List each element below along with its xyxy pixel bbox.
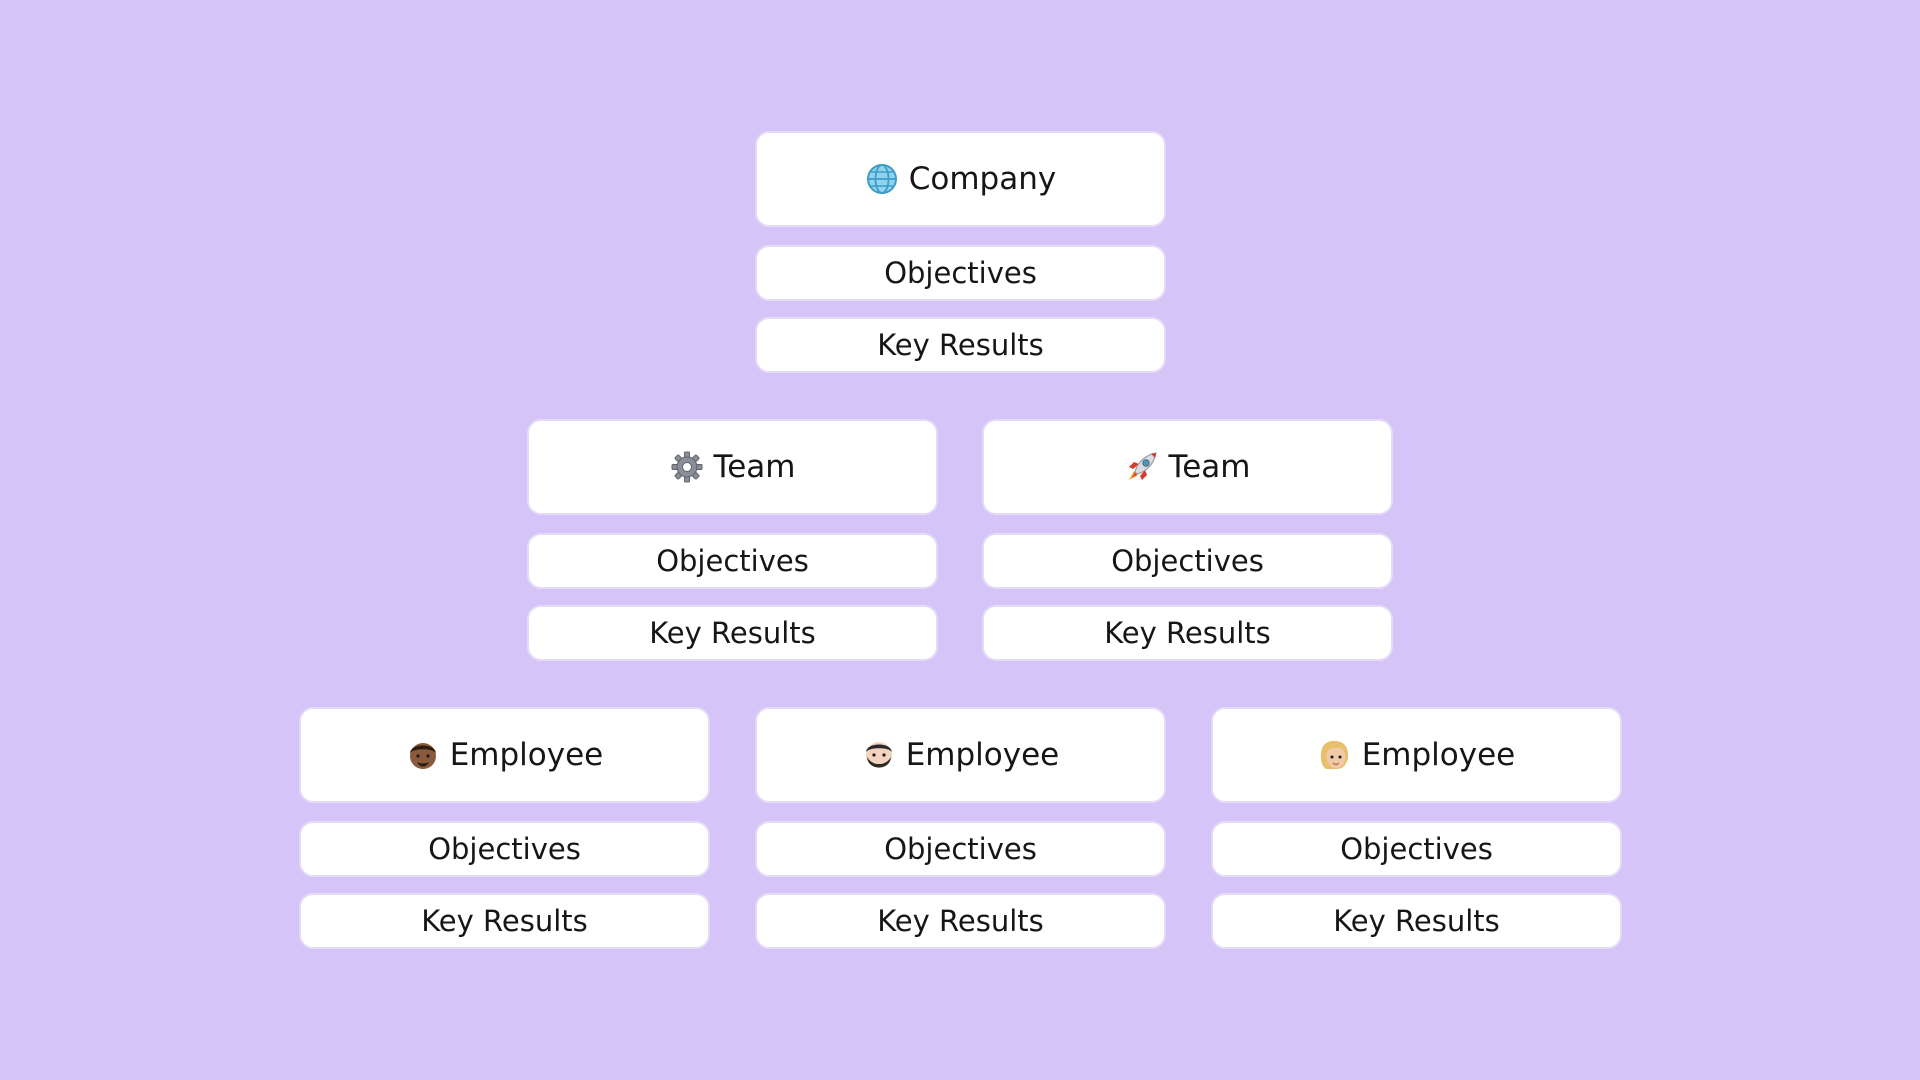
employee-objectives-3: Objectives xyxy=(1211,821,1622,877)
team-title-1: Team xyxy=(713,449,796,485)
team-card-2: Team xyxy=(982,419,1393,515)
employee-node-2: Employee Objectives Key Results xyxy=(755,707,1166,949)
team-card-1: Team xyxy=(527,419,938,515)
team-key-results-2: Key Results xyxy=(982,605,1393,661)
employee-card-1: Employee xyxy=(299,707,710,803)
employee-node-1: Employee Objectives Key Results xyxy=(299,707,710,949)
person-dark-skin-icon xyxy=(406,738,440,772)
employee-key-results-1: Key Results xyxy=(299,893,710,949)
company-card: Company xyxy=(755,131,1166,227)
employee-key-results-3: Key Results xyxy=(1211,893,1622,949)
team-node-1: Team Objectives Key Results xyxy=(527,419,938,661)
employee-title-2: Employee xyxy=(905,737,1060,773)
employee-node-3: Employee Objectives Key Results xyxy=(1211,707,1622,949)
team-title-2: Team xyxy=(1168,449,1251,485)
employee-key-results-2: Key Results xyxy=(755,893,1166,949)
team-objectives-1: Objectives xyxy=(527,533,938,589)
employee-title-1: Employee xyxy=(449,737,604,773)
employee-objectives-2: Objectives xyxy=(755,821,1166,877)
team-key-results-1: Key Results xyxy=(527,605,938,661)
person-bearded-icon xyxy=(862,738,896,772)
company-node: Company Objectives Key Results xyxy=(755,131,1166,373)
person-blonde-icon xyxy=(1318,738,1352,772)
employee-objectives-1: Objectives xyxy=(299,821,710,877)
team-node-2: Team Objectives Key Results xyxy=(982,419,1393,661)
employee-card-3: Employee xyxy=(1211,707,1622,803)
company-title: Company xyxy=(908,161,1057,197)
globe-icon xyxy=(865,162,899,196)
gear-icon xyxy=(670,450,704,484)
employee-card-2: Employee xyxy=(755,707,1166,803)
team-objectives-2: Objectives xyxy=(982,533,1393,589)
company-key-results: Key Results xyxy=(755,317,1166,373)
employee-title-3: Employee xyxy=(1361,737,1516,773)
company-objectives: Objectives xyxy=(755,245,1166,301)
rocket-icon xyxy=(1125,450,1159,484)
